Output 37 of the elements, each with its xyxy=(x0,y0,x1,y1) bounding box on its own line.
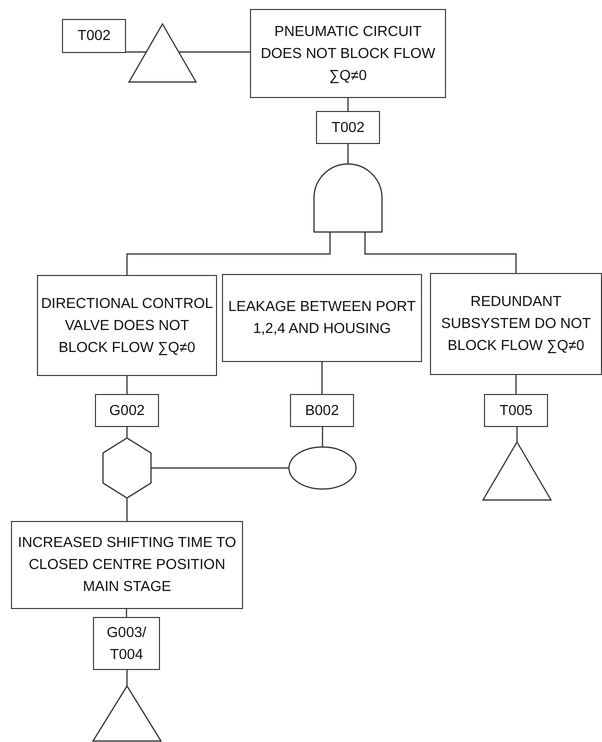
connector-line xyxy=(347,144,349,164)
connector-line xyxy=(515,375,517,394)
event-code: B002 xyxy=(304,402,340,420)
event-box xyxy=(250,9,446,98)
event-code: T005 xyxy=(498,402,534,420)
connector-line xyxy=(126,670,128,686)
event-box xyxy=(11,521,243,609)
connector-line xyxy=(151,467,289,469)
event-description: REDUNDANT SUBSYSTEM DO NOT BLOCK FLOW ∑Q≠0 xyxy=(440,293,592,356)
event-description: INCREASED SHIFTING TIME TO CLOSED CENTRE POSITION MAIN STAGE xyxy=(16,534,238,597)
connector-line xyxy=(126,232,331,275)
connector-line xyxy=(364,232,517,273)
id-box xyxy=(62,19,126,53)
connector-line xyxy=(126,51,146,53)
id-box xyxy=(95,394,159,427)
event-box xyxy=(37,275,217,376)
connector-line xyxy=(322,427,324,447)
connector-line xyxy=(126,376,128,394)
event-box xyxy=(430,273,602,375)
event-code: G002 xyxy=(108,402,146,420)
connector-line xyxy=(347,98,349,111)
event-code: T002 xyxy=(76,27,112,46)
event-description: LEAKAGE BETWEEN PORT 1,2,4 AND HOUSING xyxy=(227,298,417,339)
event-description: DIRECTIONAL CONTROL VALVE DOES NOT BLOCK FLOW ∑Q≠0 xyxy=(40,294,214,358)
connector-line xyxy=(178,51,250,53)
event-code: G003/ T004 xyxy=(106,624,148,664)
id-box xyxy=(484,394,548,427)
event-box xyxy=(222,274,422,362)
connector-line xyxy=(321,362,323,394)
connector-line xyxy=(126,427,128,438)
connector-line xyxy=(126,498,128,521)
event-code: T002 xyxy=(330,118,366,138)
event-description: PNEUMATIC CIRCUIT DOES NOT BLOCK FLOW ∑Q≠0 xyxy=(260,22,436,86)
id-box xyxy=(316,111,380,144)
id-box xyxy=(290,394,354,427)
connector-line xyxy=(516,427,518,442)
id-box xyxy=(93,617,160,670)
